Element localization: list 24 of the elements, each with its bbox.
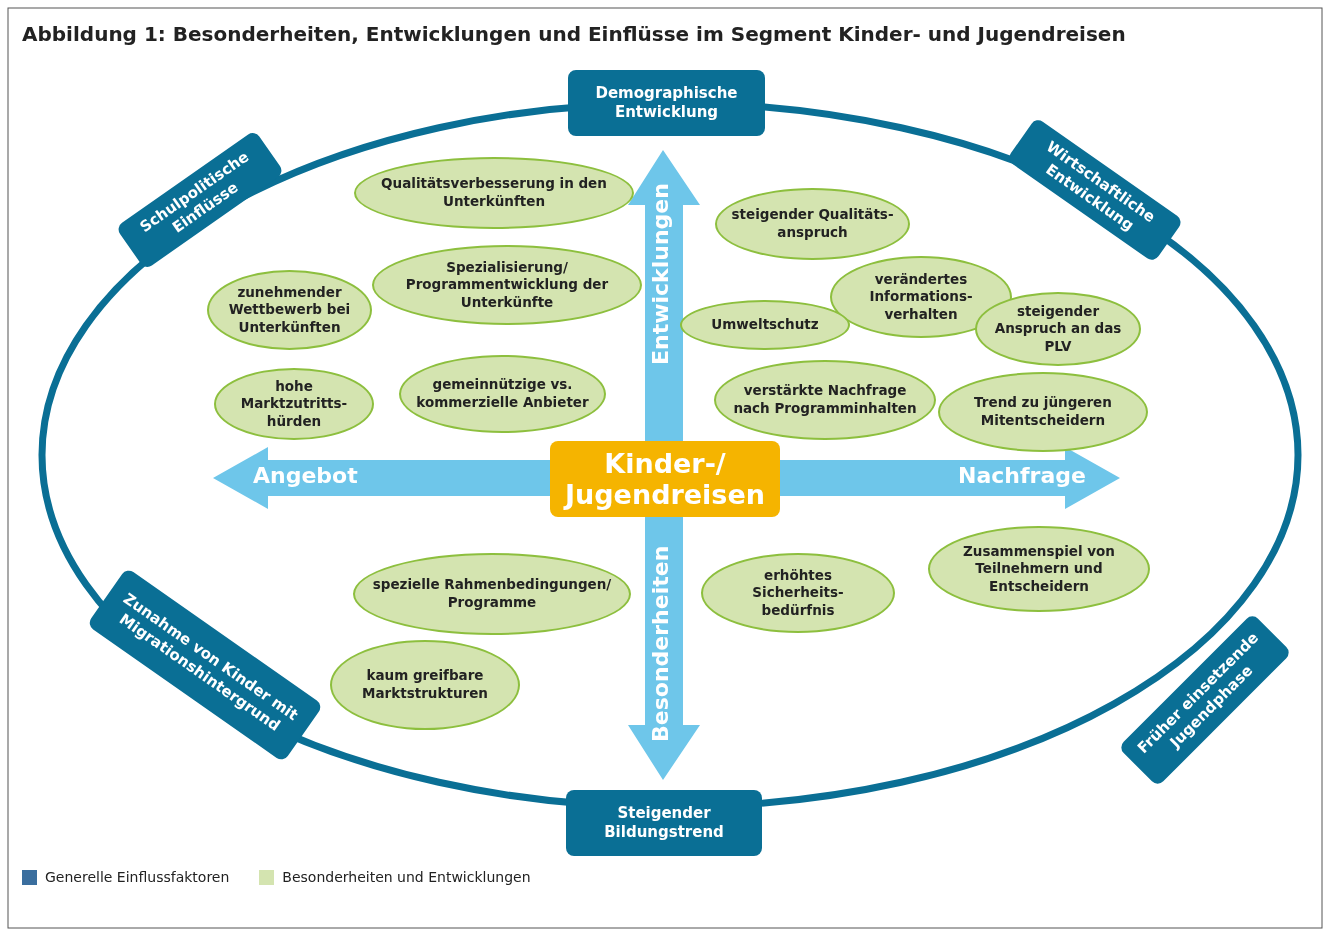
- topic-ellipse: Spezialisierung/ Programmentwicklung der Unterkünfte: [372, 245, 642, 325]
- topic-ellipse: hohe Marktzutritts- hürden: [214, 368, 374, 440]
- center-box: Kinder-/ Jugendreisen: [550, 441, 780, 517]
- topic-ellipse: Umweltschutz: [680, 300, 850, 350]
- arrow-label: Angebot: [253, 463, 358, 488]
- topic-ellipse: Trend zu jüngeren Mitentscheidern: [938, 372, 1148, 452]
- topic-ellipse: gemeinnützige vs. kommerzielle Anbieter: [399, 355, 606, 433]
- topic-ellipse: zunehmender Wettbewerb bei Unterkünften: [207, 270, 372, 350]
- topic-ellipse: verstärkte Nachfrage nach Programminhalten: [714, 360, 936, 440]
- topic-ellipse: Qualitätsverbesserung in den Unterkünften: [354, 157, 634, 229]
- topic-ellipse: erhöhtes Sicherheits- bedürfnis: [701, 553, 895, 633]
- topic-ellipse: spezielle Rahmenbedingungen/ Programme: [353, 553, 631, 635]
- topic-ellipse: kaum greifbare Marktstrukturen: [330, 640, 520, 730]
- factor-box: Demographische Entwicklung: [568, 70, 765, 136]
- arrow-label: Entwicklungen: [648, 183, 673, 365]
- factor-box: Steigender Bildungstrend: [566, 790, 762, 856]
- legend-label: Generelle Einflussfaktoren: [45, 869, 230, 885]
- arrow-label: Nachfrage: [958, 463, 1086, 488]
- topic-ellipse: Zusammenspiel von Teilnehmern und Entscheidern: [928, 526, 1150, 612]
- topic-ellipse: steigender Anspruch an das PLV: [975, 292, 1141, 366]
- title: Abbildung 1: Besonderheiten, Entwicklungen und Einflüsse im Segment Kinder- und Jugendreisen: [22, 22, 1126, 46]
- legend-label: Besonderheiten und Entwicklungen: [282, 869, 531, 885]
- topic-ellipse: steigender Qualitäts- anspruch: [715, 188, 910, 260]
- arrow-label: Besonderheiten: [648, 545, 673, 742]
